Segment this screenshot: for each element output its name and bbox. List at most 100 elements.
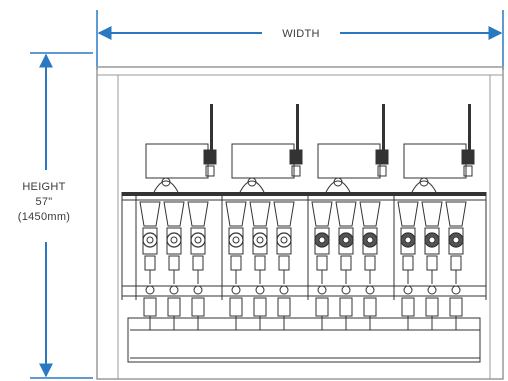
pole-upper-funnel	[139, 201, 161, 227]
pole-connector	[168, 255, 180, 271]
drop-block	[167, 297, 181, 317]
actuator-knob	[161, 177, 171, 187]
pole-terminal-center	[280, 236, 288, 244]
lower-ring	[145, 285, 155, 295]
pole-terminal-center	[170, 236, 178, 244]
pole-connector	[450, 255, 462, 271]
pole-connector	[254, 255, 266, 271]
control-block	[461, 149, 475, 165]
lower-ring	[193, 285, 203, 295]
pole-upper-funnel	[335, 201, 357, 227]
pole-terminal-center	[452, 236, 460, 244]
actuator-dome	[239, 180, 265, 193]
pole-upper-funnel	[187, 201, 209, 227]
pole-terminal-center	[318, 236, 326, 244]
control-block	[289, 149, 303, 165]
enclosure-outer	[96, 66, 504, 380]
height-dimension: HEIGHT 57" (1450mm)	[18, 52, 93, 379]
width-label: WIDTH	[282, 28, 320, 40]
drop-block	[339, 297, 353, 317]
width-dimension: WIDTH	[96, 10, 504, 70]
pole-upper-funnel	[397, 201, 419, 227]
pole-upper-funnel	[249, 201, 271, 227]
drop-block	[253, 297, 267, 317]
module-2	[221, 104, 303, 330]
pole-connector	[364, 255, 376, 271]
pole-upper-funnel	[311, 201, 333, 227]
module-4	[393, 104, 475, 330]
pole-terminal	[142, 232, 158, 248]
height-metric: (1450mm)	[18, 211, 71, 223]
lower-ring	[231, 285, 241, 295]
actuator-housing	[317, 143, 381, 179]
pole-upper-funnel	[163, 201, 185, 227]
pole-upper-funnel	[445, 201, 467, 227]
pole-body	[276, 227, 292, 255]
drop-block	[449, 297, 463, 317]
pole-terminal-center	[146, 236, 154, 244]
pole-body	[252, 227, 268, 255]
lower-ring	[341, 285, 351, 295]
pole-upper-funnel	[421, 201, 443, 227]
pole-connector	[426, 255, 438, 271]
actuator-dome	[325, 180, 351, 193]
control-block	[203, 149, 217, 165]
pole-body	[142, 227, 158, 255]
operating-rod	[382, 104, 385, 150]
pole-connector	[316, 255, 328, 271]
lower-ring	[451, 285, 461, 295]
drop-block	[363, 297, 377, 317]
drop-block	[277, 297, 291, 317]
actuator-housing	[145, 143, 209, 179]
lower-ring	[427, 285, 437, 295]
module-1	[135, 104, 217, 330]
actuator-knob	[333, 177, 343, 187]
module-3	[307, 104, 389, 330]
pole-terminal	[190, 232, 206, 248]
pole-terminal-center	[194, 236, 202, 244]
drop-block	[191, 297, 205, 317]
pole-terminal	[228, 232, 244, 248]
pole-connector	[340, 255, 352, 271]
drop-block	[425, 297, 439, 317]
pole-upper-funnel	[359, 201, 381, 227]
pole-body	[228, 227, 244, 255]
lower-ring	[169, 285, 179, 295]
control-block-lower	[205, 165, 215, 177]
height-label: HEIGHT	[22, 181, 65, 193]
pole-connector	[230, 255, 242, 271]
pole-upper-funnel	[225, 201, 247, 227]
pole-terminal-center	[256, 236, 264, 244]
pole-terminal-center	[404, 236, 412, 244]
drop-block	[229, 297, 243, 317]
control-block	[375, 149, 389, 165]
pole-terminal-center	[428, 236, 436, 244]
enclosure-frame	[96, 66, 504, 380]
pole-connector	[278, 255, 290, 271]
height-imperial: 57"	[35, 196, 52, 208]
drop-block	[315, 297, 329, 317]
pole-connector	[402, 255, 414, 271]
lower-ring	[279, 285, 289, 295]
pole-connector	[144, 255, 156, 271]
pole-connector	[192, 255, 204, 271]
main-bus-bar	[122, 192, 486, 196]
pole-terminal-center	[342, 236, 350, 244]
operating-rod	[468, 104, 471, 150]
pole-terminal-center	[366, 236, 374, 244]
pole-terminal	[276, 232, 292, 248]
actuator-dome	[411, 180, 437, 193]
pole-body	[190, 227, 206, 255]
lower-ring	[365, 285, 375, 295]
actuator-housing	[231, 143, 295, 179]
operating-rod	[296, 104, 299, 150]
lower-ring	[317, 285, 327, 295]
pole-body	[166, 227, 182, 255]
pole-terminal	[166, 232, 182, 248]
pole-upper-funnel	[273, 201, 295, 227]
drop-block	[401, 297, 415, 317]
actuator-knob	[419, 177, 429, 187]
control-block-lower	[463, 165, 473, 177]
actuator-dome	[153, 180, 179, 193]
